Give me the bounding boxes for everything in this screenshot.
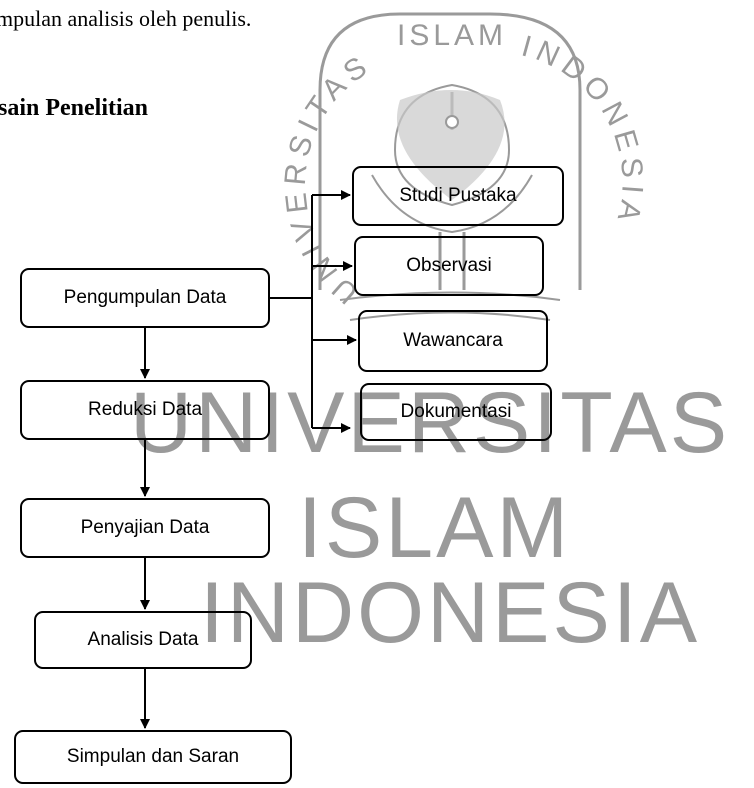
step-pengumpulan-data: Pengumpulan Data [20, 268, 270, 328]
step-reduksi-data: Reduksi Data [20, 380, 270, 440]
intro-text-line: mpulan analisis oleh penulis. [0, 6, 252, 31]
method-observasi: Observasi [354, 236, 544, 296]
section-heading: sain Penelitian [0, 95, 149, 121]
step-penyajian-data: Penyajian Data [20, 498, 270, 558]
method-studi-pustaka: Studi Pustaka [352, 166, 564, 226]
step-simpulan-dan-saran: Simpulan dan Saran [14, 730, 292, 784]
method-wawancara: Wawancara [358, 310, 548, 372]
method-dokumentasi: Dokumentasi [360, 383, 552, 441]
step-analisis-data: Analisis Data [34, 611, 252, 669]
